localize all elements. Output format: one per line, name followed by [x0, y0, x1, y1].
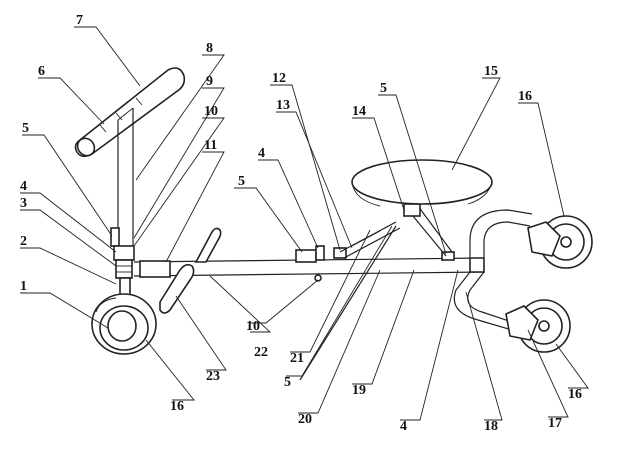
part-labels: 1 2 3 4 5 6 7 8 9 10 11 4 5 12 13 14 5 1… [20, 13, 582, 434]
label-14: 14 [352, 104, 366, 119]
label-22: 22 [254, 345, 268, 360]
label-4-left: 4 [20, 179, 27, 194]
label-13: 13 [276, 98, 290, 113]
label-16-top: 16 [518, 89, 532, 104]
label-8: 8 [206, 41, 213, 56]
label-5-bottom: 5 [284, 375, 291, 390]
label-18: 18 [484, 419, 498, 434]
label-5-center: 5 [238, 174, 245, 189]
label-12: 12 [272, 71, 286, 86]
rear-fork-lower [453, 271, 513, 331]
label-10-bottom: 10 [246, 319, 260, 334]
label-15: 15 [484, 64, 498, 79]
label-20: 20 [298, 412, 312, 427]
front-wheel [91, 293, 157, 355]
clamp-fitting [295, 245, 455, 282]
label-4-center: 4 [258, 146, 265, 161]
seat [351, 159, 493, 207]
label-1: 1 [20, 279, 27, 294]
label-23: 23 [206, 369, 220, 384]
footrest-upper [194, 227, 222, 263]
handlebar [74, 67, 186, 158]
rear-wheel-lower [505, 299, 571, 353]
label-7: 7 [76, 13, 83, 28]
label-17: 17 [548, 416, 562, 431]
label-5-right: 5 [380, 81, 387, 96]
label-19: 19 [352, 383, 366, 398]
label-2: 2 [20, 234, 27, 249]
label-5-left: 5 [22, 121, 29, 136]
label-4-bottom: 4 [400, 419, 407, 434]
label-3: 3 [20, 196, 27, 211]
label-6: 6 [38, 64, 45, 79]
seat-struts [299, 203, 453, 381]
label-16-front: 16 [170, 399, 184, 414]
label-10-top: 10 [204, 104, 218, 119]
rear-fork-upper [469, 209, 533, 258]
label-11: 11 [204, 138, 217, 153]
footrest-lower [159, 263, 195, 314]
label-16-rear: 16 [568, 387, 582, 402]
label-9: 9 [206, 74, 213, 89]
rear-wheel-upper [527, 215, 593, 269]
steering-column [110, 107, 135, 301]
label-21: 21 [290, 351, 304, 366]
leader-lines [20, 26, 589, 421]
